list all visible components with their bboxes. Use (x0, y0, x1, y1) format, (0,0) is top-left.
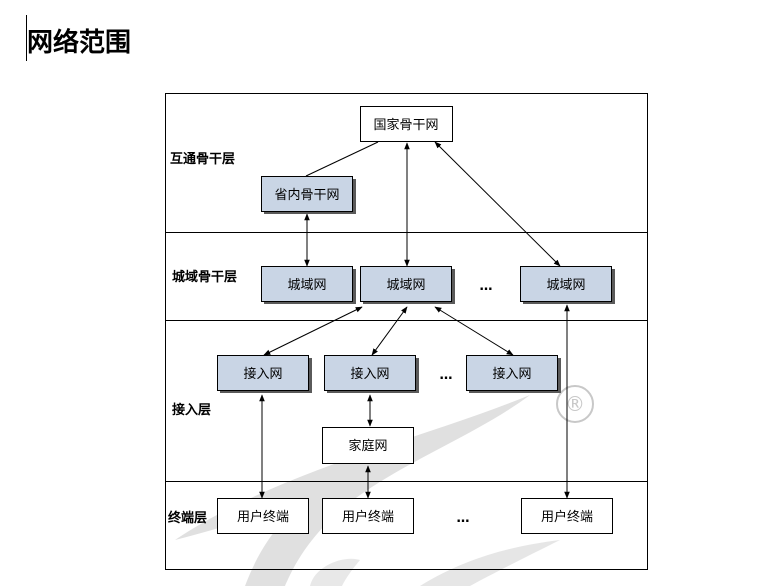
edge-metro2-access3 (434, 306, 514, 356)
node-user-terminal-1: 用户终端 (217, 498, 309, 534)
svg-text:接入网: 接入网 (243, 366, 282, 382)
diagram-frame (165, 93, 648, 570)
node-metro-3: 城域网 (520, 266, 615, 304)
svg-text:省内骨干网: 省内骨干网 (274, 187, 339, 203)
svg-text:国家骨干网: 国家骨干网 (373, 117, 438, 133)
svg-text:城域网: 城域网 (287, 278, 326, 293)
node-provincial-backbone: 省内骨干网 (261, 176, 356, 214)
svg-text:用户终端: 用户终端 (342, 509, 394, 525)
node-access-2: 接入网 (324, 355, 419, 393)
layer-label-backbone: 互通骨干层 (170, 151, 235, 167)
node-access-3: 接入网 (466, 355, 561, 393)
layer-label-access: 接入层 (172, 402, 211, 418)
edge-metro2-access2 (371, 306, 408, 356)
node-user-terminal-2: 用户终端 (322, 498, 414, 534)
node-national-backbone: 国家骨干网 (360, 106, 453, 142)
page-title: 网络范围 (27, 28, 132, 58)
registered-mark: ® (565, 392, 585, 416)
node-user-terminal-3: 用户终端 (521, 498, 613, 534)
ellipsis-metro: … (480, 279, 493, 294)
node-metro-2: 城域网 (360, 266, 455, 304)
svg-text:用户终端: 用户终端 (541, 509, 593, 525)
layer-label-terminal: 终端层 (168, 510, 207, 526)
svg-text:家庭网: 家庭网 (348, 438, 387, 454)
watermark-logo: ® (175, 385, 594, 586)
text-cursor (26, 15, 27, 61)
ellipsis-access: … (440, 368, 453, 383)
svg-text:用户终端: 用户终端 (237, 509, 289, 525)
svg-text:接入网: 接入网 (350, 366, 389, 382)
svg-text:接入网: 接入网 (492, 366, 531, 382)
node-access-1: 接入网 (217, 355, 312, 393)
layer-label-metro: 城域骨干层 (172, 269, 237, 285)
node-home-network: 家庭网 (322, 427, 414, 464)
edge-metro2-access1 (263, 306, 363, 356)
connections (259, 141, 570, 499)
edge-national-provincial (305, 141, 379, 177)
node-metro-1: 城域网 (261, 266, 356, 304)
edge-national-metro3 (434, 141, 561, 267)
svg-text:城域网: 城域网 (546, 278, 585, 293)
ellipsis-terminal: … (457, 511, 470, 526)
svg-text:城域网: 城域网 (386, 278, 425, 293)
